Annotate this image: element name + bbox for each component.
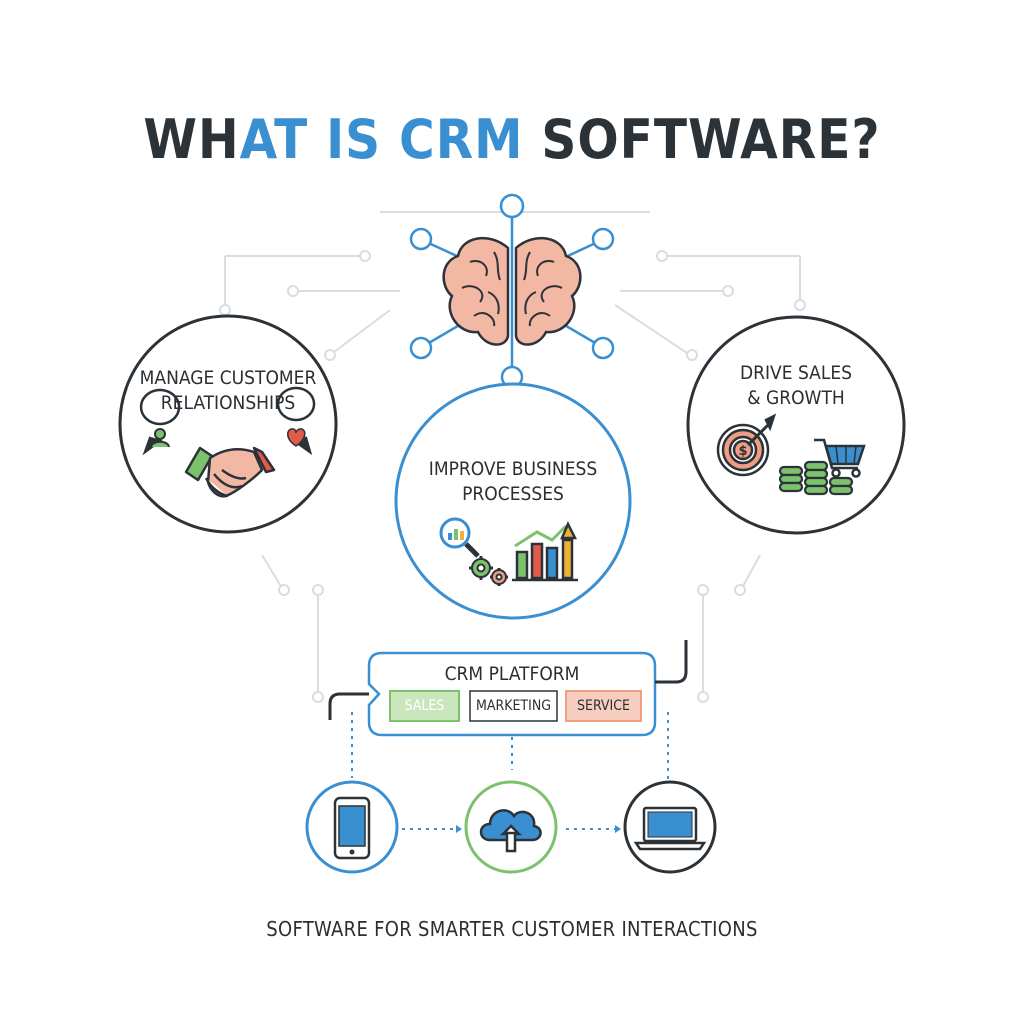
title-part-dark-1: WH [143, 108, 240, 171]
brain-network [409, 193, 615, 395]
platform-title: CRM PLATFORM [444, 663, 580, 685]
circuit-lines [219, 211, 806, 703]
footer-tagline: SOFTWARE FOR SMARTER CUSTOMER INTERACTIO… [266, 917, 758, 941]
cloud-upload-icon [479, 809, 542, 853]
laptop-icon [633, 806, 707, 851]
tag-service: SERVICE [576, 698, 631, 714]
user-speech-icon [139, 388, 181, 456]
node-circle-right [686, 315, 906, 535]
svg-text:$: $ [738, 444, 747, 459]
node-label-right: DRIVE SALES & GROWTH [739, 362, 853, 409]
shopping-cart-icon [814, 438, 866, 478]
tag-box-sales [389, 690, 460, 722]
heart-speech-icon [276, 386, 316, 456]
crm-platform-box [328, 640, 688, 737]
tag-sales: SALES [404, 698, 445, 714]
gears-icon [469, 556, 508, 586]
smartphone-icon [333, 796, 371, 860]
connector-arrows [456, 825, 621, 833]
tag-box-marketing [469, 690, 558, 722]
node-circle-left [118, 314, 338, 534]
brain-icon [442, 236, 582, 346]
bar-chart-icon [512, 521, 578, 582]
tag-marketing: MARKETING [475, 698, 552, 714]
tag-box-service [565, 690, 642, 722]
page-title: WHAT IS CRM SOFTWARE? [0, 108, 1024, 171]
magnifier-chart-icon [439, 517, 480, 558]
dotted-connectors [351, 712, 669, 830]
coins-icon [778, 460, 854, 496]
target-dollar-icon: $ [716, 413, 777, 477]
handshake-icon [184, 446, 276, 498]
title-part-blue: AT IS CRM [239, 108, 524, 171]
node-label-center: IMPROVE BUSINESS PROCESSES [428, 458, 598, 505]
title-part-dark-2: SOFTWARE? [523, 108, 881, 171]
node-label-left: MANAGE CUSTOMER RELATIONSHIPS [139, 367, 317, 414]
